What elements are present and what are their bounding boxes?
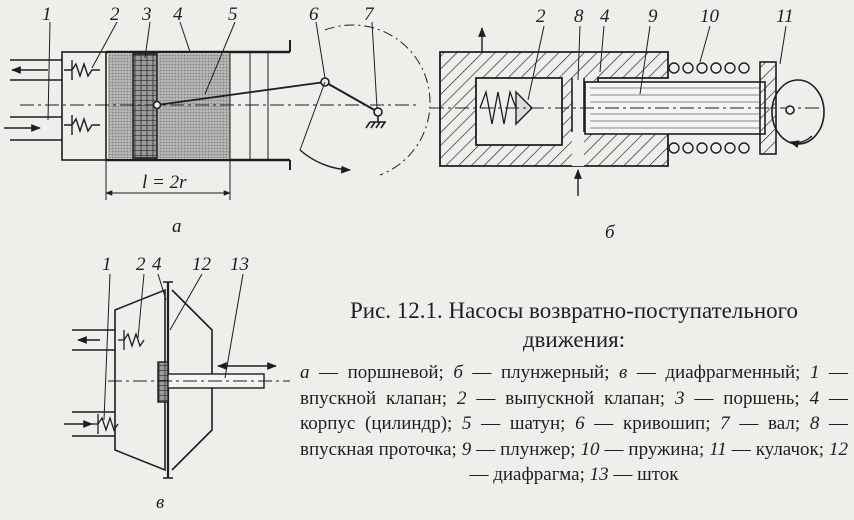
inlet-valve-v <box>92 414 119 434</box>
legend-num-4: 4 <box>809 387 820 409</box>
callout-a-3: 3 <box>141 4 152 25</box>
diaphragm-plate <box>157 361 169 403</box>
caption-line-1: Рис. 12.1. Насосы возвратно-поступательн… <box>349 298 798 323</box>
legend-num-6: 6 <box>575 413 585 434</box>
legend-num-7: 7 <box>720 413 730 434</box>
caption-line-2: движения: <box>522 327 626 352</box>
legend-num-2: 2 <box>456 387 467 409</box>
legend-key-v: в <box>619 362 628 383</box>
crank <box>324 81 379 113</box>
callout-v-1: 1 <box>102 254 112 275</box>
callouts-a: 1 2 3 4 5 6 7 l = 2r а <box>42 4 375 237</box>
legend-text-12: — диафрагма; <box>469 464 590 485</box>
diagram-plunger-pump <box>430 25 825 196</box>
legend-num-11: 11 <box>709 438 727 460</box>
callout-b-11: 11 <box>776 6 794 27</box>
callouts-b: 2 8 4 9 10 11 б <box>536 6 794 243</box>
connecting-rod <box>156 81 326 106</box>
cam <box>771 79 825 145</box>
legend-text-b: — плунжерный; <box>462 362 620 383</box>
legend-text-11: — кулачок; <box>726 438 829 460</box>
callout-b-2: 2 <box>536 6 546 27</box>
callout-a-2: 2 <box>110 4 120 25</box>
figure-legend: а — поршневой; б — плунжерный; в — диафр… <box>300 360 848 488</box>
callout-a-4: 4 <box>173 4 183 25</box>
dimension-label: l = 2r <box>142 172 187 193</box>
legend-num-9: 9 <box>461 438 472 460</box>
callout-v-13: 13 <box>230 254 249 275</box>
legend-text-4: — корпус (цилиндр); <box>300 387 848 435</box>
legend-text-8: — впускная проточка; <box>300 413 848 460</box>
legend-text-9: — плунжер; <box>471 438 581 460</box>
diagram-piston-pump <box>4 21 431 200</box>
callout-b-8: 8 <box>574 6 584 27</box>
figure-caption: Рис. 12.1. Насосы возвратно-поступательн… <box>300 296 848 354</box>
legend-text-1: — впускной клапан; <box>300 362 849 409</box>
valve-box <box>61 51 107 161</box>
callout-b-10: 10 <box>700 6 720 27</box>
diaphragm-housing-left <box>114 288 166 472</box>
callout-a-7: 7 <box>364 4 375 25</box>
callout-v-12: 12 <box>192 254 212 275</box>
outlet-valve-v <box>118 330 145 350</box>
legend-num-10: 10 <box>580 438 600 460</box>
legend-num-13: 13 <box>589 464 609 485</box>
callout-a-1: 1 <box>42 4 52 25</box>
legend-text-v: — диафрагменный; <box>627 362 810 383</box>
callout-b-9: 9 <box>648 6 658 27</box>
callouts-v: 1 2 4 12 13 в <box>102 254 249 513</box>
legend-num-5: 5 <box>462 413 472 434</box>
legend-text-5: — шатун; <box>471 413 576 434</box>
valve-spring-b <box>479 89 517 125</box>
legend-text-6: — кривошип; <box>584 413 721 434</box>
sublabel-b: б <box>605 222 616 243</box>
diagram-diaphragm-pump <box>64 273 290 479</box>
sublabel-v: в <box>156 492 164 513</box>
legend-text-7: — вал; <box>729 413 810 434</box>
callout-v-2: 2 <box>136 254 146 275</box>
callout-a-6: 6 <box>309 4 319 25</box>
legend-text-10: — пружина; <box>599 438 710 460</box>
chamber-right <box>158 54 230 158</box>
legend-key-b: б <box>453 362 463 383</box>
legend-num-12: 12 <box>829 438 848 460</box>
legend-num-1: 1 <box>809 362 820 383</box>
legend-text-3: — поршень; <box>684 387 810 409</box>
chamber-left <box>108 54 132 158</box>
legend-text-a: — поршневой; <box>309 362 454 383</box>
legend-text-13: — шток <box>608 464 679 485</box>
spring-coils <box>668 62 750 154</box>
callout-a-5: 5 <box>228 4 238 25</box>
callout-b-4: 4 <box>600 6 610 27</box>
legend-text-2: — выпускной клапан; <box>466 387 675 409</box>
callout-v-4: 4 <box>152 254 162 275</box>
sublabel-a: а <box>172 216 182 237</box>
outlet-valve-spring <box>64 60 100 80</box>
inlet-valve-spring <box>64 115 100 135</box>
legend-key-a: а <box>300 362 310 383</box>
legend-num-3: 3 <box>674 387 685 409</box>
legend-num-8: 8 <box>809 413 820 434</box>
